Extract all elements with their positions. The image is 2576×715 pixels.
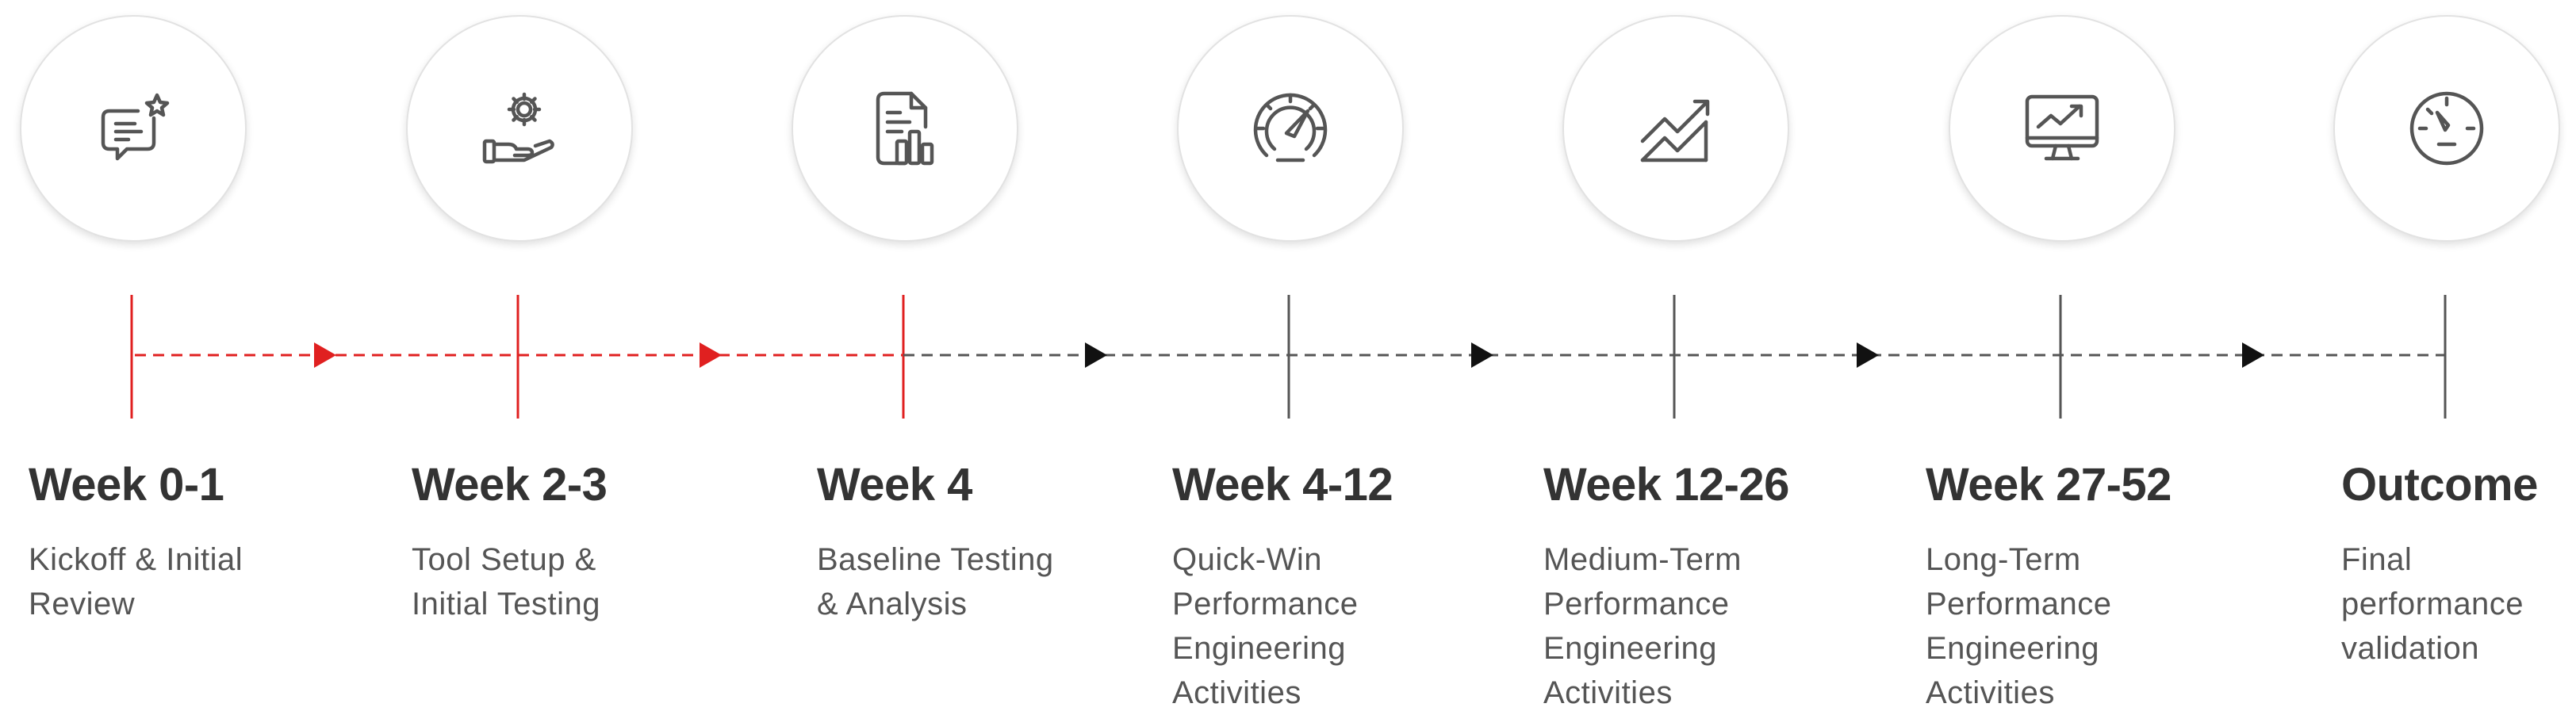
gauge-icon <box>2409 91 2484 166</box>
milestone-circle-2 <box>406 15 633 242</box>
desc-line: Quick-Win <box>1172 542 1322 577</box>
desc-line: & Analysis <box>817 587 968 621</box>
milestone-title-4: Week 4-12 <box>1172 459 1393 510</box>
milestone-circle-7 <box>2333 15 2560 242</box>
desc-line: Engineering <box>1926 631 2099 666</box>
chat-star-icon <box>101 93 170 161</box>
desc-line: Long-Term <box>1926 542 2081 577</box>
desc-line: validation <box>2341 631 2480 666</box>
desc-line: Performance <box>1172 587 1359 621</box>
desc-line: Final <box>2341 542 2413 577</box>
desc-line: Kickoff & Initial <box>29 542 243 577</box>
desc-line: Activities <box>1543 675 1673 710</box>
desc-line: Activities <box>1926 675 2055 710</box>
desc-line: Baseline Testing <box>817 542 1054 577</box>
milestone-title-5: Week 12-26 <box>1543 459 1789 510</box>
arrowhead-3 <box>1085 342 1107 368</box>
desc-line: Initial Testing <box>412 587 601 621</box>
desc-line: performance <box>2341 587 2524 621</box>
milestone-title-7: Outcome <box>2341 459 2538 510</box>
desc-line: Tool Setup & <box>412 542 596 577</box>
desc-line: Engineering <box>1172 631 1346 666</box>
milestone-desc-1: Kickoff & Initial Review <box>29 537 243 626</box>
document-chart-icon <box>876 91 934 166</box>
milestone-circle-5 <box>1562 15 1789 242</box>
desc-line: Performance <box>1926 587 2112 621</box>
trend-up-icon <box>1640 99 1710 162</box>
milestone-desc-7: Final performance validation <box>2341 537 2524 671</box>
arrowhead-6 <box>2242 342 2264 368</box>
milestone-circle-3 <box>792 15 1018 242</box>
arrowhead-2 <box>700 342 722 368</box>
milestone-title-1: Week 0-1 <box>29 459 224 510</box>
milestone-title-2: Week 2-3 <box>412 459 608 510</box>
desc-line: Engineering <box>1543 631 1717 666</box>
milestone-desc-3: Baseline Testing & Analysis <box>817 537 1054 626</box>
milestone-title-3: Week 4 <box>817 459 972 510</box>
milestone-desc-2: Tool Setup & Initial Testing <box>412 537 600 626</box>
desc-line: Medium-Term <box>1543 542 1742 577</box>
arrowhead-1 <box>314 342 336 368</box>
arrowhead-5 <box>1857 342 1879 368</box>
milestone-circle-6 <box>1949 15 2175 242</box>
desc-line: Performance <box>1543 587 1730 621</box>
milestone-circle-1 <box>20 15 247 242</box>
speedometer-icon <box>1253 93 1328 162</box>
hand-gear-icon <box>482 92 554 164</box>
arrowhead-4 <box>1471 342 1493 368</box>
milestone-desc-4: Quick-Win Performance Engineering Activi… <box>1172 537 1358 715</box>
desc-line: Activities <box>1172 675 1301 710</box>
desc-line: Review <box>29 587 136 621</box>
milestone-desc-6: Long-Term Performance Engineering Activi… <box>1926 537 2111 715</box>
monitor-chart-icon <box>2025 94 2099 161</box>
milestone-title-6: Week 27-52 <box>1926 459 2172 510</box>
milestone-circle-4 <box>1177 15 1404 242</box>
milestone-desc-5: Medium-Term Performance Engineering Acti… <box>1543 537 1742 715</box>
